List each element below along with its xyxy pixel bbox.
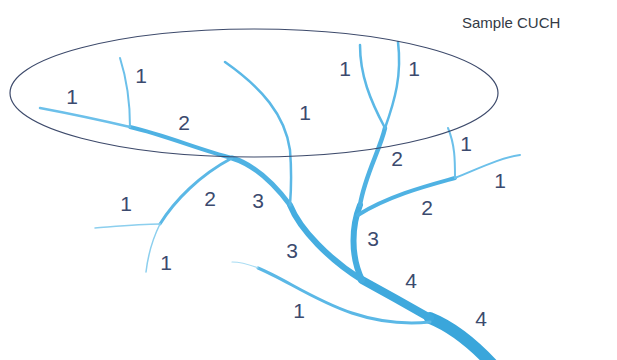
- stream: [120, 58, 130, 127]
- stream: [448, 128, 455, 178]
- stream-order-number: 1: [135, 65, 147, 86]
- stream-order-number: 1: [293, 300, 305, 321]
- stream: [360, 45, 385, 128]
- stream: [360, 128, 385, 205]
- stream-order-number: 1: [408, 58, 420, 79]
- stream-order-number: 2: [421, 197, 433, 218]
- stream-order-number: 4: [405, 270, 417, 291]
- sample-ellipse: [10, 29, 498, 157]
- stream: [95, 224, 160, 228]
- stream-order-number: 1: [339, 58, 351, 79]
- stream-order-number: 2: [178, 112, 190, 133]
- stream-order-number: 3: [286, 240, 298, 261]
- stream: [385, 42, 399, 128]
- stream-order-number: 1: [66, 86, 78, 107]
- stream: [160, 158, 232, 224]
- stream: [232, 262, 258, 268]
- stream-order-number: 1: [494, 170, 506, 191]
- stream: [258, 268, 430, 323]
- stream-order-number: 2: [204, 188, 216, 209]
- stream-order-number: 1: [299, 102, 311, 123]
- stream: [146, 224, 160, 272]
- stream: [290, 205, 362, 280]
- stream-order-number: 4: [475, 308, 487, 329]
- stream: [225, 62, 291, 205]
- stream-order-number: 1: [120, 193, 132, 214]
- stream: [40, 108, 130, 127]
- stream-order-number: 3: [367, 228, 379, 249]
- stream: [362, 280, 430, 318]
- sample-label: Sample CUCH: [462, 15, 560, 30]
- stream: [455, 155, 520, 178]
- stream-order-number: 1: [160, 252, 172, 273]
- stream-order-number: 1: [460, 133, 472, 154]
- stream-order-number: 2: [391, 148, 403, 169]
- stream-order-number: 3: [252, 190, 264, 211]
- stream: [358, 178, 455, 215]
